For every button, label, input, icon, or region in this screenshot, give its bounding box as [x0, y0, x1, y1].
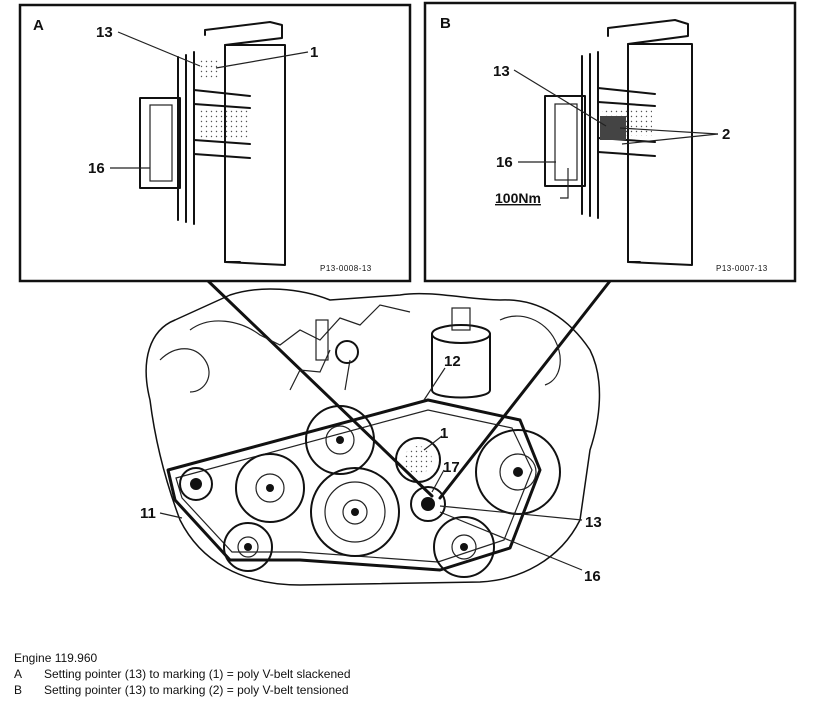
- panel-a: A 13 1 16 P13-0008-13: [18, 3, 412, 283]
- caption-title: Engine 119.960: [14, 651, 98, 665]
- caption-key-b: B: [14, 683, 23, 697]
- pulley-upper-center: [305, 405, 375, 475]
- pulley-left: [235, 453, 305, 523]
- panel-b-torque-value: 100Nm: [495, 190, 541, 206]
- technical-figure: A 13 1 16 P13-0008-13 B 13: [18, 1, 797, 586]
- caption-key-a: A: [14, 667, 23, 681]
- panel-b-figure-code: P13-0007-13: [716, 264, 768, 273]
- engine-callout-11: 11: [140, 505, 156, 522]
- pulley-lower-right: [433, 516, 495, 578]
- caption-row-a: A Setting pointer (13) to marking (1) = …: [14, 666, 804, 682]
- engine-callout-12: 12: [444, 353, 461, 370]
- panel-b-callout-13: 13: [493, 63, 510, 80]
- pulley-crankshaft: [310, 467, 400, 557]
- pulley-lower-left: [223, 522, 273, 572]
- panel-b-letter: B: [440, 15, 451, 32]
- panel-b: B 13 2 16 100Nm P13-0007-13: [423, 1, 797, 283]
- panel-a-figure-code: P13-0008-13: [320, 264, 372, 273]
- panel-a-callout-1: 1: [310, 44, 318, 61]
- caption-text-b: Setting pointer (13) to marking (2) = po…: [44, 683, 349, 697]
- engine-callout-1: 1: [440, 425, 448, 442]
- engine-callout-17: 17: [443, 459, 460, 476]
- pulley-tensioner-mark: [395, 437, 441, 483]
- engine-callout-13: 13: [585, 514, 602, 531]
- caption-row-b: B Setting pointer (13) to marking (2) = …: [14, 682, 804, 698]
- zoom-leader-lines: [203, 276, 612, 500]
- engine-drawing: 12 1 17 11 13 16: [140, 288, 602, 586]
- panel-b-callout-16: 16: [496, 154, 513, 171]
- pulley-right-large: [475, 429, 561, 515]
- panel-a-letter: A: [33, 17, 44, 34]
- panel-a-callout-13: 13: [96, 24, 113, 41]
- engine-callout-16: 16: [584, 568, 601, 585]
- panel-a-callout-16: 16: [88, 160, 105, 177]
- pulley-tensioner: [410, 486, 446, 522]
- panel-b-callout-2: 2: [722, 126, 730, 143]
- pulley-idler-small: [179, 467, 213, 501]
- caption-text-a: Setting pointer (13) to marking (1) = po…: [44, 667, 351, 681]
- figure-caption: Engine 119.960 A Setting pointer (13) to…: [14, 650, 804, 698]
